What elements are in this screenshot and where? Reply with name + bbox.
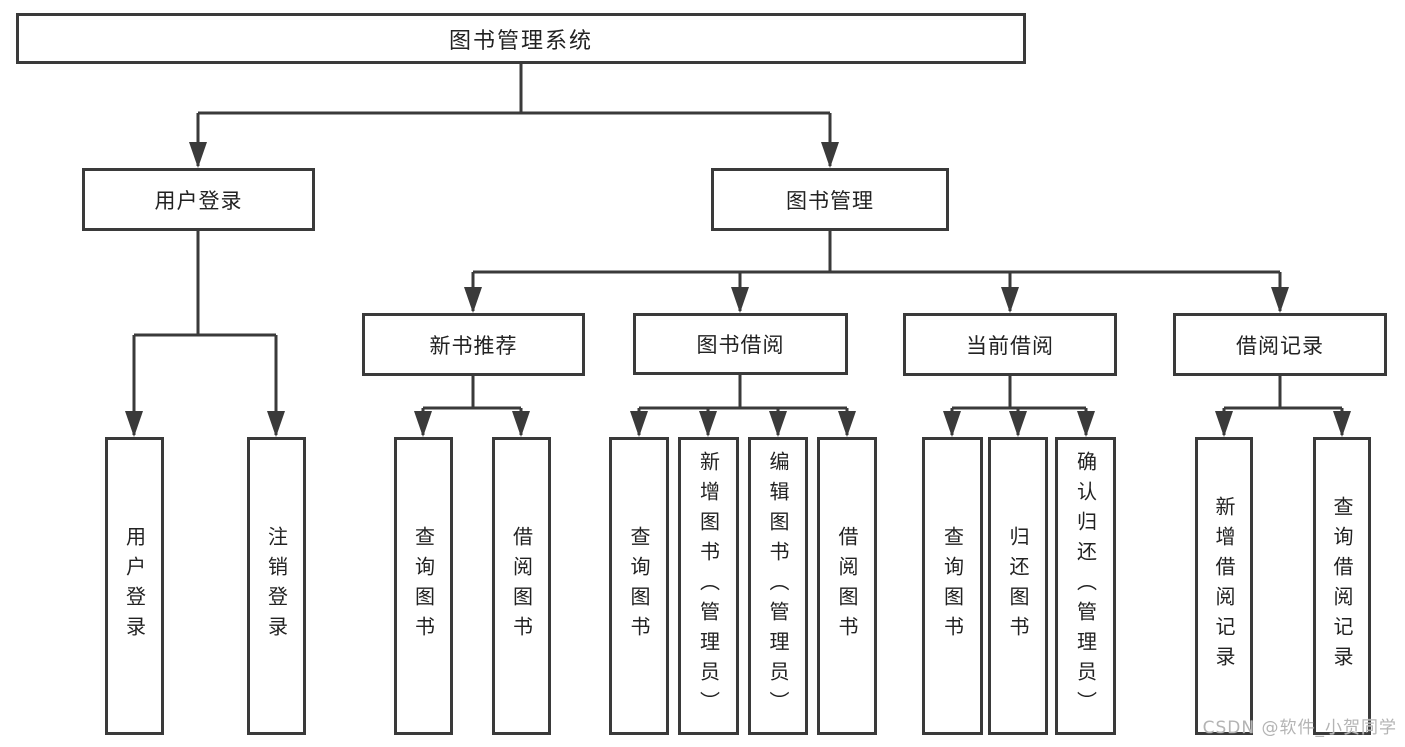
node-user-login: 用户登录 bbox=[82, 168, 315, 231]
node-label: 新增借阅记录 bbox=[1212, 496, 1236, 676]
node-label: 编辑图书（管理员） bbox=[766, 451, 790, 721]
connector-root-to-level2 bbox=[189, 64, 839, 168]
node-borrowing-records: 借阅记录 bbox=[1173, 313, 1387, 376]
node-label: 新增图书（管理员） bbox=[696, 451, 721, 721]
node-records-add-borrow-record: 新增借阅记录 bbox=[1195, 437, 1253, 735]
node-newbook-borrow-books: 借阅图书 bbox=[492, 437, 551, 735]
node-logout: 注销登录 bbox=[247, 437, 306, 735]
node-label: 新书推荐 bbox=[429, 333, 518, 358]
node-label: 用户登录 bbox=[122, 526, 147, 646]
node-book-management: 图书管理 bbox=[711, 168, 949, 231]
node-borrow-query-books: 查询图书 bbox=[609, 437, 669, 735]
node-label: 借阅图书 bbox=[835, 526, 859, 646]
connector-borrow-to-children bbox=[630, 375, 856, 437]
node-book-borrowing: 图书借阅 bbox=[633, 313, 848, 375]
connector-records-to-children bbox=[1215, 376, 1351, 437]
node-label: 借阅图书 bbox=[509, 526, 534, 646]
csdn-watermark: CSDN @软件_小贺同学 bbox=[1202, 718, 1397, 738]
node-label: 图书借阅 bbox=[696, 333, 785, 357]
node-newbook-query-books: 查询图书 bbox=[394, 437, 453, 735]
node-current-confirm-return-admin: 确认归还（管理员） bbox=[1055, 437, 1116, 735]
node-label: 图书管理系统 bbox=[448, 28, 593, 54]
node-borrow-add-books-admin: 新增图书（管理员） bbox=[678, 437, 739, 735]
connector-login-to-children bbox=[125, 231, 285, 437]
node-user-login-leaf: 用户登录 bbox=[105, 437, 164, 735]
connector-current-to-children bbox=[943, 376, 1095, 437]
node-borrow-borrow-books: 借阅图书 bbox=[817, 437, 877, 735]
node-label: 归还图书 bbox=[1006, 526, 1030, 646]
node-label: 用户登录 bbox=[154, 188, 243, 213]
node-label: 查询借阅记录 bbox=[1330, 496, 1354, 676]
node-current-query-books: 查询图书 bbox=[922, 437, 983, 735]
node-label: 图书管理 bbox=[786, 188, 874, 213]
node-label: 查询图书 bbox=[411, 526, 436, 646]
node-label: 当前借阅 bbox=[966, 333, 1054, 358]
node-label: 查询图书 bbox=[940, 526, 965, 646]
node-new-book-recommendation: 新书推荐 bbox=[362, 313, 585, 376]
node-borrow-edit-books-admin: 编辑图书（管理员） bbox=[748, 437, 808, 735]
node-label: 确认归还（管理员） bbox=[1073, 451, 1098, 721]
node-label: 查询图书 bbox=[627, 526, 651, 646]
node-records-query-borrow-record: 查询借阅记录 bbox=[1313, 437, 1371, 735]
node-library-management-system: 图书管理系统 bbox=[16, 13, 1026, 64]
connector-mgmt-to-level3 bbox=[464, 231, 1289, 313]
node-label: 借阅记录 bbox=[1236, 333, 1324, 358]
connector-newbook-to-children bbox=[414, 376, 530, 437]
node-label: 注销登录 bbox=[264, 526, 289, 646]
node-current-borrowing: 当前借阅 bbox=[903, 313, 1117, 376]
node-current-return-books: 归还图书 bbox=[988, 437, 1048, 735]
